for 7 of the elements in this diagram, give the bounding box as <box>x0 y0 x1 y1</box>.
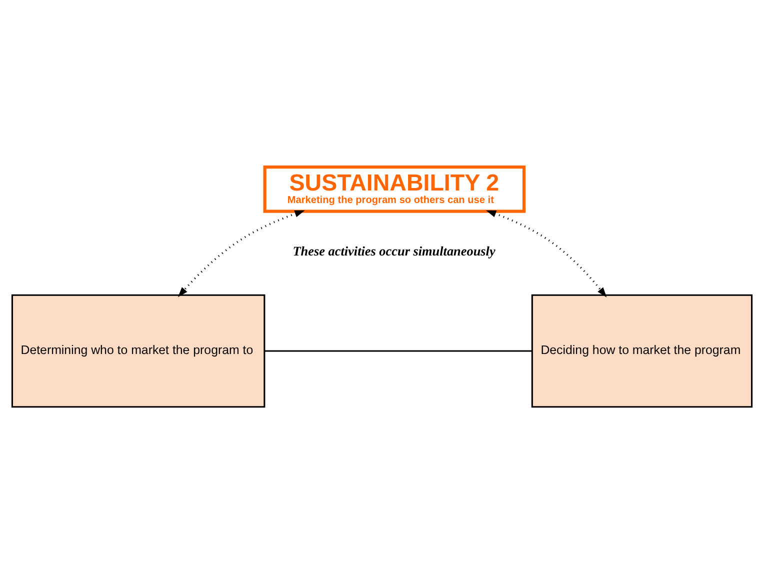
node-box: Deciding how to market the program <box>531 294 753 408</box>
label: These activities occur simultaneously <box>292 243 496 258</box>
node-box: Determining who to market the program to <box>11 294 266 408</box>
node-box: SUSTAINABILITY 2 Marketing the program so others can use it <box>263 165 526 212</box>
connector <box>264 350 532 352</box>
arrow <box>486 210 607 297</box>
arrow <box>178 210 305 297</box>
